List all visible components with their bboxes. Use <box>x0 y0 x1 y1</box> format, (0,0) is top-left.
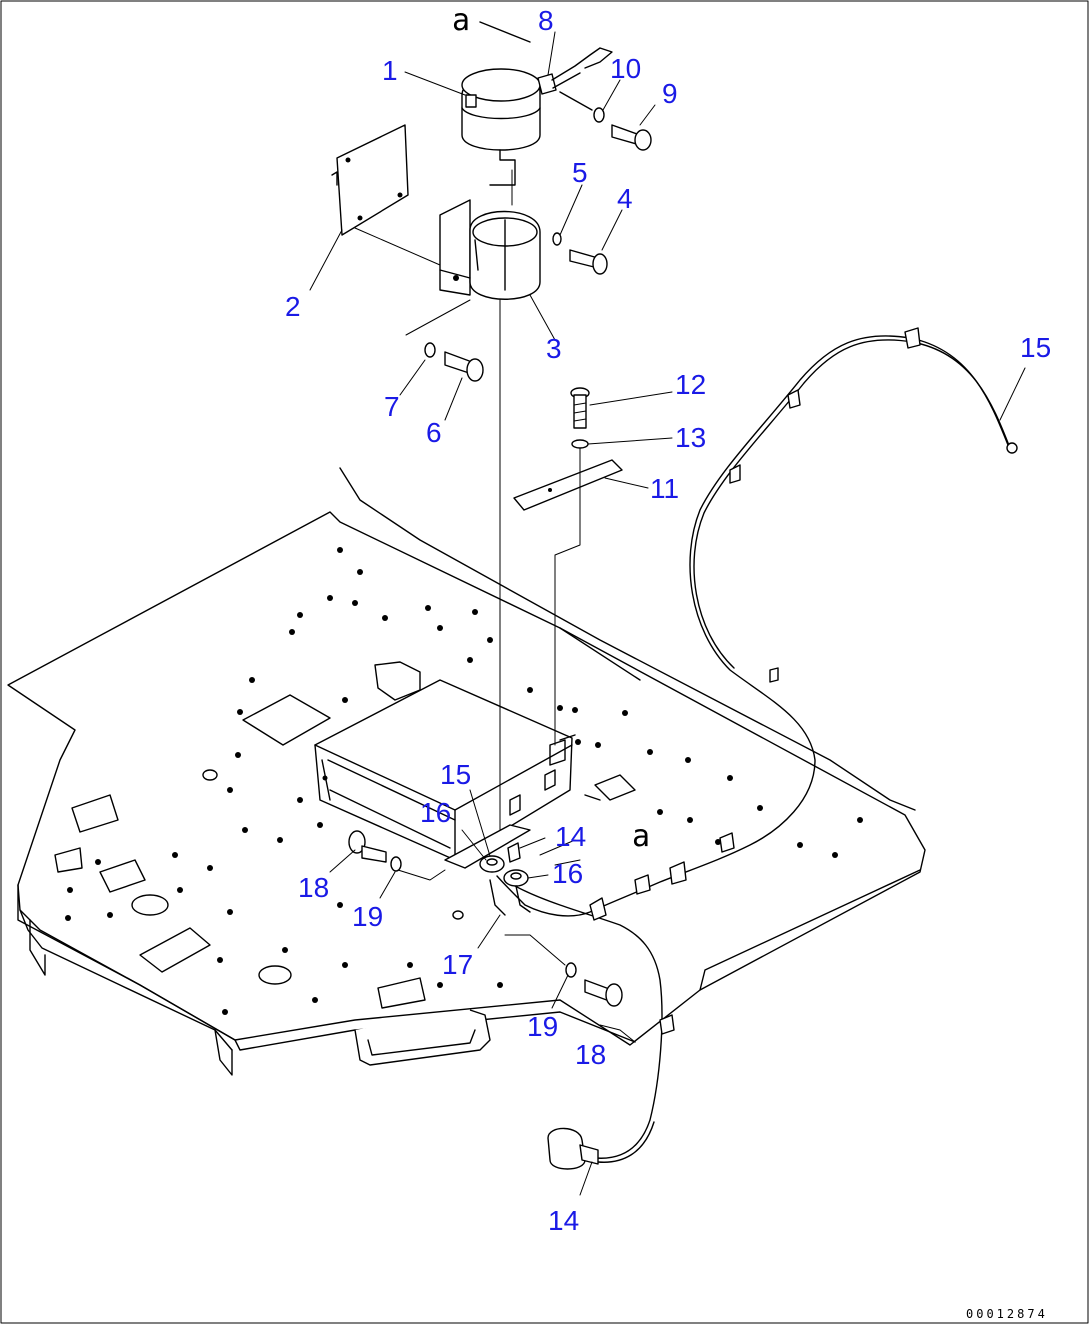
connector-14-socket <box>507 842 521 863</box>
callout-17: 17 <box>442 949 473 980</box>
washer-19-left <box>390 856 402 872</box>
bolt-18-left <box>348 830 387 863</box>
connector-16-a <box>479 855 505 873</box>
callout-18-left: 18 <box>298 872 329 903</box>
washer-5 <box>552 232 562 246</box>
callout-14-lower: 14 <box>548 1205 579 1236</box>
callout-16-right: 16 <box>552 858 583 889</box>
callout-9: 9 <box>662 78 678 109</box>
callout-10: 10 <box>610 53 641 84</box>
bolt-12 <box>570 387 590 429</box>
drawing-number: 00012874 <box>966 1307 1048 1321</box>
callout-19-right: 19 <box>527 1011 558 1042</box>
leader-bolt6-to-bracket <box>405 299 471 336</box>
bolt-6 <box>444 351 484 382</box>
plate-11 <box>513 459 623 511</box>
controller-box <box>314 661 576 861</box>
grab-handle <box>354 1009 491 1066</box>
callout-1: 1 <box>382 55 398 86</box>
washer-10 <box>593 107 605 123</box>
callout-15-box: 15 <box>440 759 471 790</box>
front-bracket-left <box>29 919 46 976</box>
leader-lines <box>309 31 1026 1196</box>
callout-7: 7 <box>384 391 400 422</box>
callout-12: 12 <box>675 369 706 400</box>
callout-2: 2 <box>285 291 301 322</box>
callout-6: 6 <box>426 417 442 448</box>
plate-holes <box>65 547 863 1015</box>
callout-13: 13 <box>675 422 706 453</box>
view-mark-top: a <box>452 3 470 38</box>
callout-14-upper: 14 <box>555 821 586 852</box>
washer-7 <box>424 342 436 358</box>
callout-15-harness: 15 <box>1020 332 1051 363</box>
callout-16-left: 16 <box>420 797 451 828</box>
bolt-4 <box>569 249 608 275</box>
callout-5: 5 <box>572 157 588 188</box>
callout-3: 3 <box>546 333 562 364</box>
callout-19-left: 19 <box>352 901 383 932</box>
callout-11: 11 <box>650 473 679 504</box>
wire-harness-14 <box>504 879 675 1170</box>
front-bracket-right <box>214 1029 233 1076</box>
bolt-18-right <box>584 979 623 1007</box>
view-mark-mid: a <box>632 819 650 854</box>
wire-harness-15 <box>496 327 1018 917</box>
callout-numbers: 1 2 3 4 5 6 7 8 9 10 11 12 13 14 14 15 1… <box>285 5 1051 1236</box>
callout-8: 8 <box>538 5 554 36</box>
bracket-3 <box>439 199 541 300</box>
connector-16-b <box>503 869 529 887</box>
bolt-9 <box>611 124 652 151</box>
washer-13 <box>571 439 589 449</box>
view-arrow-top <box>479 21 531 43</box>
washer-19-right <box>565 962 577 978</box>
callout-4: 4 <box>617 183 633 214</box>
leader-plate-to-bracket <box>354 227 441 266</box>
plate-2 <box>331 124 409 236</box>
view-arrow-mid <box>584 794 601 801</box>
centerline-plate <box>554 447 581 746</box>
callout-18-right: 18 <box>575 1039 606 1070</box>
beacon-lamp <box>461 47 613 186</box>
